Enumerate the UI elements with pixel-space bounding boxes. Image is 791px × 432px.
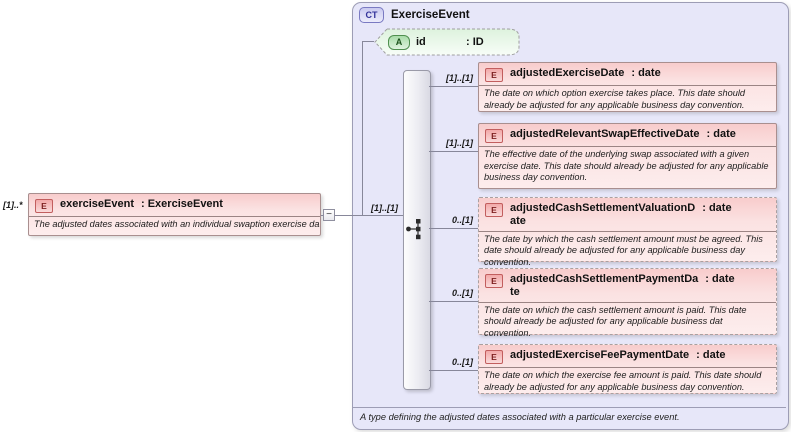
element-name: adjustedExerciseFeePaymentDate <box>510 349 690 361</box>
element-name: adjustedExerciseDate <box>510 67 625 79</box>
element-title-row: E exerciseEvent : ExerciseEvent <box>29 194 320 215</box>
cardinality-label: 0..[1] <box>451 357 473 367</box>
element-doc: The effective date of the underlying swa… <box>479 146 776 188</box>
connector-line <box>429 151 478 152</box>
element-box[interactable]: E adjustedExerciseFeePaymentDate : date … <box>478 344 777 394</box>
element-icon: E <box>485 203 503 217</box>
attribute-id[interactable]: A id : ID <box>374 28 520 56</box>
attribute-name: id <box>416 36 426 48</box>
cardinality-label: 0..[1] <box>451 288 473 298</box>
sequence-cardinality-label: [1]..[1] <box>371 203 398 213</box>
cardinality-label: [1]..[1] <box>446 138 473 148</box>
complex-type-title: ExerciseEvent <box>391 9 470 21</box>
connector-line <box>429 370 478 371</box>
element-exerciseEvent[interactable]: E exerciseEvent : ExerciseEvent The adju… <box>28 193 321 236</box>
source-cardinality-label: [1]..* <box>3 200 23 210</box>
element-icon: E <box>35 199 53 213</box>
element-type: : date <box>706 128 736 140</box>
sequence-icon <box>406 219 421 240</box>
element-type: : date <box>696 349 726 361</box>
element-name: exerciseEvent <box>60 198 134 210</box>
element-icon: E <box>485 68 503 82</box>
element-name: adjustedRelevantSwapEffectiveDate <box>510 128 700 140</box>
connector-line <box>362 41 374 42</box>
complex-type-header: CT ExerciseEvent <box>359 7 470 23</box>
attribute-type: : ID <box>466 36 484 48</box>
element-title-row: E adjustedCashSettlementValuationD ate :… <box>479 198 776 230</box>
element-name: adjustedCashSettlementPaymentDa te <box>510 273 699 298</box>
element-type: : ExerciseEvent <box>141 198 223 210</box>
connector-line <box>429 228 478 229</box>
element-type: : date <box>631 67 661 79</box>
element-title-row: E adjustedCashSettlementPaymentDa te : d… <box>479 269 776 301</box>
cardinality-label: [1]..[1] <box>446 73 473 83</box>
element-icon: E <box>485 350 503 364</box>
element-type: : date <box>702 202 732 214</box>
element-doc: The adjusted dates associated with an in… <box>29 216 320 235</box>
element-doc: The date on which the cash settlement am… <box>479 301 776 342</box>
connector-line <box>429 301 478 302</box>
attribute-shape <box>374 28 520 56</box>
element-icon: E <box>485 129 503 143</box>
connector-line <box>429 86 478 87</box>
element-title-row: E adjustedExerciseDate : date <box>479 63 776 84</box>
cardinality-label: 0..[1] <box>451 215 473 225</box>
element-title-row: E adjustedExerciseFeePaymentDate : date <box>479 345 776 366</box>
complex-type-icon: CT <box>359 7 384 23</box>
element-box[interactable]: E adjustedExerciseDate : date The date o… <box>478 62 777 112</box>
element-title-row: E adjustedRelevantSwapEffectiveDate : da… <box>479 124 776 145</box>
connector-line <box>362 41 363 216</box>
element-box[interactable]: E adjustedCashSettlementPaymentDa te : d… <box>478 268 777 338</box>
element-doc: The date by which the cash settlement am… <box>479 230 776 271</box>
element-doc: The date on which option exercise takes … <box>479 85 776 113</box>
divider <box>353 407 786 408</box>
element-icon: E <box>485 274 503 288</box>
element-box[interactable]: E adjustedCashSettlementValuationD ate :… <box>478 197 777 267</box>
attribute-icon: A <box>388 34 410 50</box>
collapse-toggle[interactable]: − <box>323 209 335 221</box>
element-type: : date <box>705 273 735 285</box>
element-box[interactable]: E adjustedRelevantSwapEffectiveDate : da… <box>478 123 777 189</box>
element-name: adjustedCashSettlementValuationD ate <box>510 202 696 227</box>
complex-type-doc: A type defining the adjusted dates assoc… <box>360 412 680 422</box>
element-doc: The date on which the exercise fee amoun… <box>479 367 776 395</box>
